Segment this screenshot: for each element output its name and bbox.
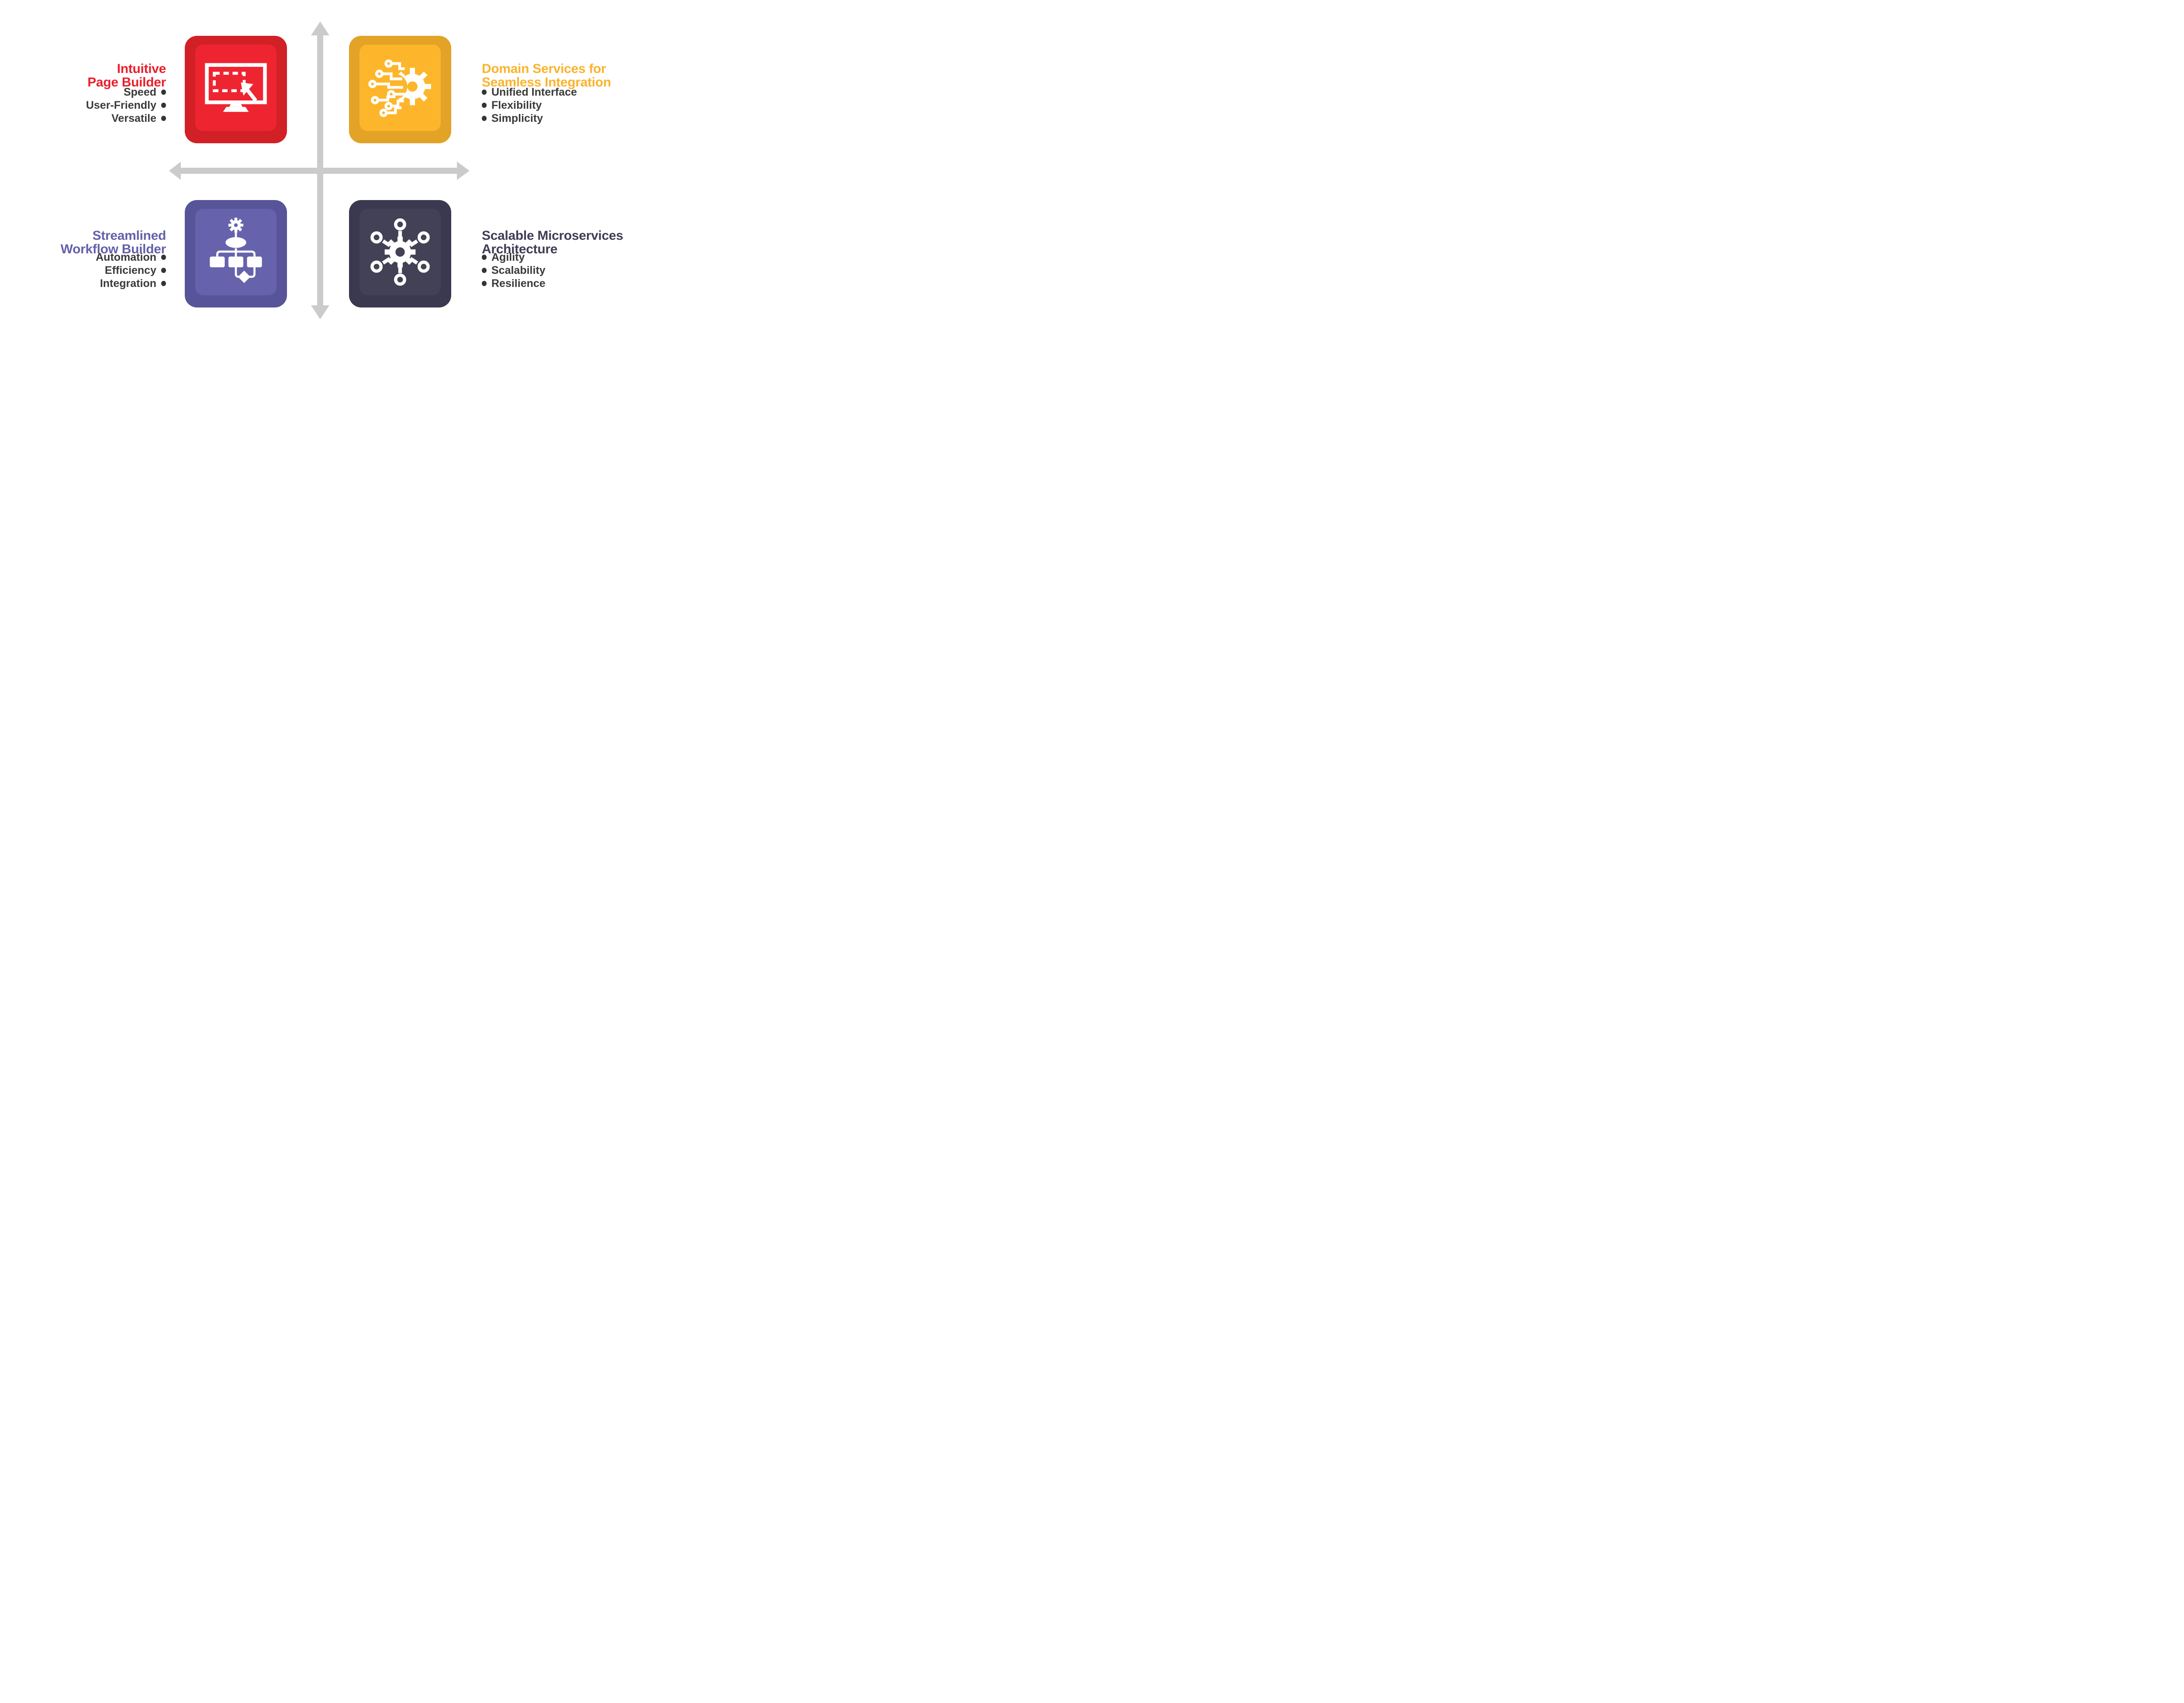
arrow-right-icon — [457, 162, 470, 180]
bullet-list-bottom-right: Agility Scalability Resilience — [482, 251, 670, 290]
title-line: Streamlined — [92, 228, 166, 243]
tile-microservices — [349, 200, 451, 307]
circuit-traces — [368, 59, 407, 117]
bullet-label: Resilience — [491, 277, 546, 290]
quadrant-title-top-right: Domain Services for Seamless Integration — [482, 62, 670, 89]
bullet-dot-icon — [161, 268, 166, 273]
bullet-dot-icon — [161, 103, 166, 108]
bullet-label: Flexibility — [491, 99, 542, 111]
arrow-left-icon — [169, 162, 181, 180]
list-item: User-Friendly — [17, 99, 166, 112]
bullet-dot-icon — [482, 281, 487, 286]
tile-inner — [195, 45, 276, 131]
bullet-dot-icon — [482, 90, 487, 95]
list-item: Speed — [17, 86, 166, 99]
workflow-flowchart-icon — [210, 218, 262, 283]
bullet-label: User-Friendly — [86, 99, 156, 111]
list-item: Integration — [17, 277, 166, 290]
arrow-down-icon — [311, 305, 329, 319]
list-item: Agility — [482, 251, 670, 264]
bullet-dot-icon — [482, 103, 487, 108]
bullet-dot-icon — [161, 281, 166, 286]
bullet-list-top-right: Unified Interface Flexibility Simplicity — [482, 86, 670, 125]
tile-workflow-builder — [185, 200, 287, 307]
title-line: Scalable Microservices — [482, 228, 623, 243]
microservices-hub-icon — [370, 218, 430, 286]
bullet-list-top-left: Speed User-Friendly Versatile — [17, 86, 166, 125]
circuit-gear-icon — [368, 59, 431, 117]
bullet-label: Speed — [123, 86, 156, 98]
list-item: Flexibility — [482, 99, 670, 112]
title-line: Architecture — [482, 242, 558, 256]
title-line: Workflow Builder — [60, 242, 166, 256]
list-item: Simplicity — [482, 112, 670, 125]
title-line: Domain Services for — [482, 61, 606, 76]
monitor-page-builder-icon — [205, 63, 267, 112]
diamond-node-icon — [238, 270, 251, 283]
tile-inner — [359, 209, 441, 295]
tile-inner — [195, 209, 276, 295]
dashed-selection-icon — [213, 72, 246, 92]
list-item: Versatile — [17, 112, 166, 125]
bullet-label: Efficiency — [104, 264, 156, 276]
bullet-dot-icon — [482, 255, 487, 260]
quadrant-title-bottom-left: Streamlined Workflow Builder — [17, 229, 166, 256]
bullet-dot-icon — [482, 268, 487, 273]
tile-page-builder — [185, 36, 287, 143]
tile-inner — [359, 45, 441, 131]
y-axis-line — [317, 34, 323, 306]
title-line: Page Builder — [87, 75, 166, 90]
title-line: Seamless Integration — [482, 75, 611, 90]
list-item: Scalability — [482, 264, 670, 277]
bullet-label: Versatile — [111, 112, 156, 124]
infographic-canvas: Intuitive Page Builder Speed User-Friend… — [0, 0, 681, 341]
bullet-label: Agility — [491, 251, 525, 263]
bullet-dot-icon — [482, 116, 487, 121]
bullet-label: Simplicity — [491, 112, 543, 124]
quadrant-title-top-left: Intuitive Page Builder — [17, 62, 166, 89]
bullet-label: Automation — [96, 251, 156, 263]
list-item: Resilience — [482, 277, 670, 290]
bullet-label: Unified Interface — [491, 86, 577, 98]
bullet-dot-icon — [161, 90, 166, 95]
list-item: Unified Interface — [482, 86, 670, 99]
arrow-up-icon — [311, 21, 329, 35]
satellite-nodes — [370, 218, 430, 286]
list-item: Efficiency — [17, 264, 166, 277]
bullet-dot-icon — [161, 116, 166, 121]
list-item: Automation — [17, 251, 166, 264]
x-axis-line — [179, 168, 458, 174]
title-line: Intuitive — [117, 61, 166, 76]
bullet-list-bottom-left: Automation Efficiency Integration — [17, 251, 166, 290]
bullet-dot-icon — [161, 255, 166, 260]
bullet-label: Scalability — [491, 264, 546, 276]
tile-domain-services — [349, 36, 451, 143]
bullet-label: Integration — [100, 277, 156, 290]
quadrant-title-bottom-right: Scalable Microservices Architecture — [482, 229, 674, 256]
